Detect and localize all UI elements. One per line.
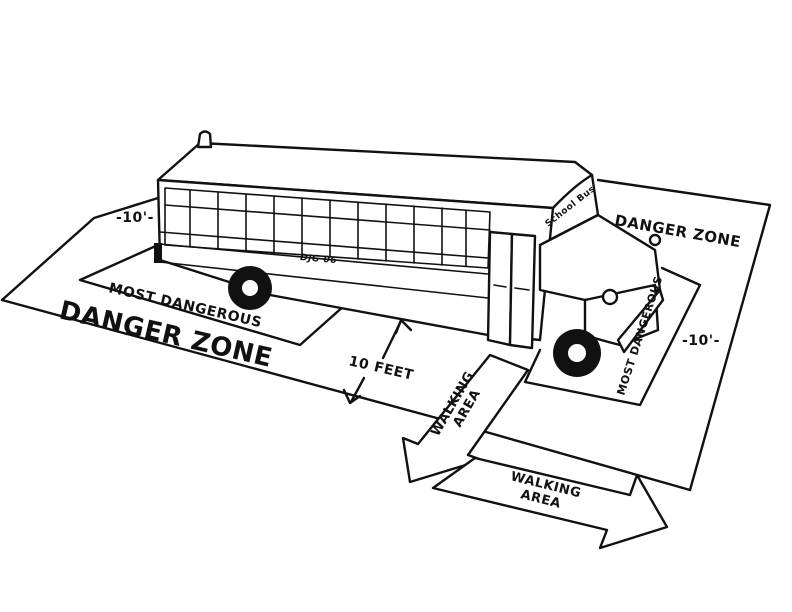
bus-rear-roof-curve: [538, 173, 600, 247]
bus-mirror: [648, 233, 662, 247]
bus-bumper: [616, 288, 665, 354]
bus-rear-hubcap: [240, 278, 260, 298]
bus-windows: [164, 187, 491, 269]
ten-feet-label: 10 FEET: [347, 353, 415, 383]
bus-front-hubcap: [566, 342, 588, 364]
bus-door: [486, 230, 537, 350]
walking-area-arrow-2: [431, 456, 669, 550]
bus-headlight: [601, 288, 619, 306]
bus-stripe-1: [159, 231, 489, 259]
most-dangerous-side-zone: [78, 243, 347, 347]
school-bus: [154, 130, 665, 377]
bus-stripe-2: [159, 243, 489, 275]
walking-area-arrow-1: [401, 353, 530, 484]
bus-roof-light: [196, 130, 213, 149]
bus-rear-bumper: [154, 243, 162, 263]
ten-ft-left-label: -10'-: [116, 210, 154, 226]
bus-stripe-3: [159, 261, 489, 299]
most-dangerous-front-zone: [523, 266, 702, 407]
ten-ft-right-label: -10'-: [682, 333, 720, 349]
bus-side-text: DJG 06: [300, 253, 338, 266]
